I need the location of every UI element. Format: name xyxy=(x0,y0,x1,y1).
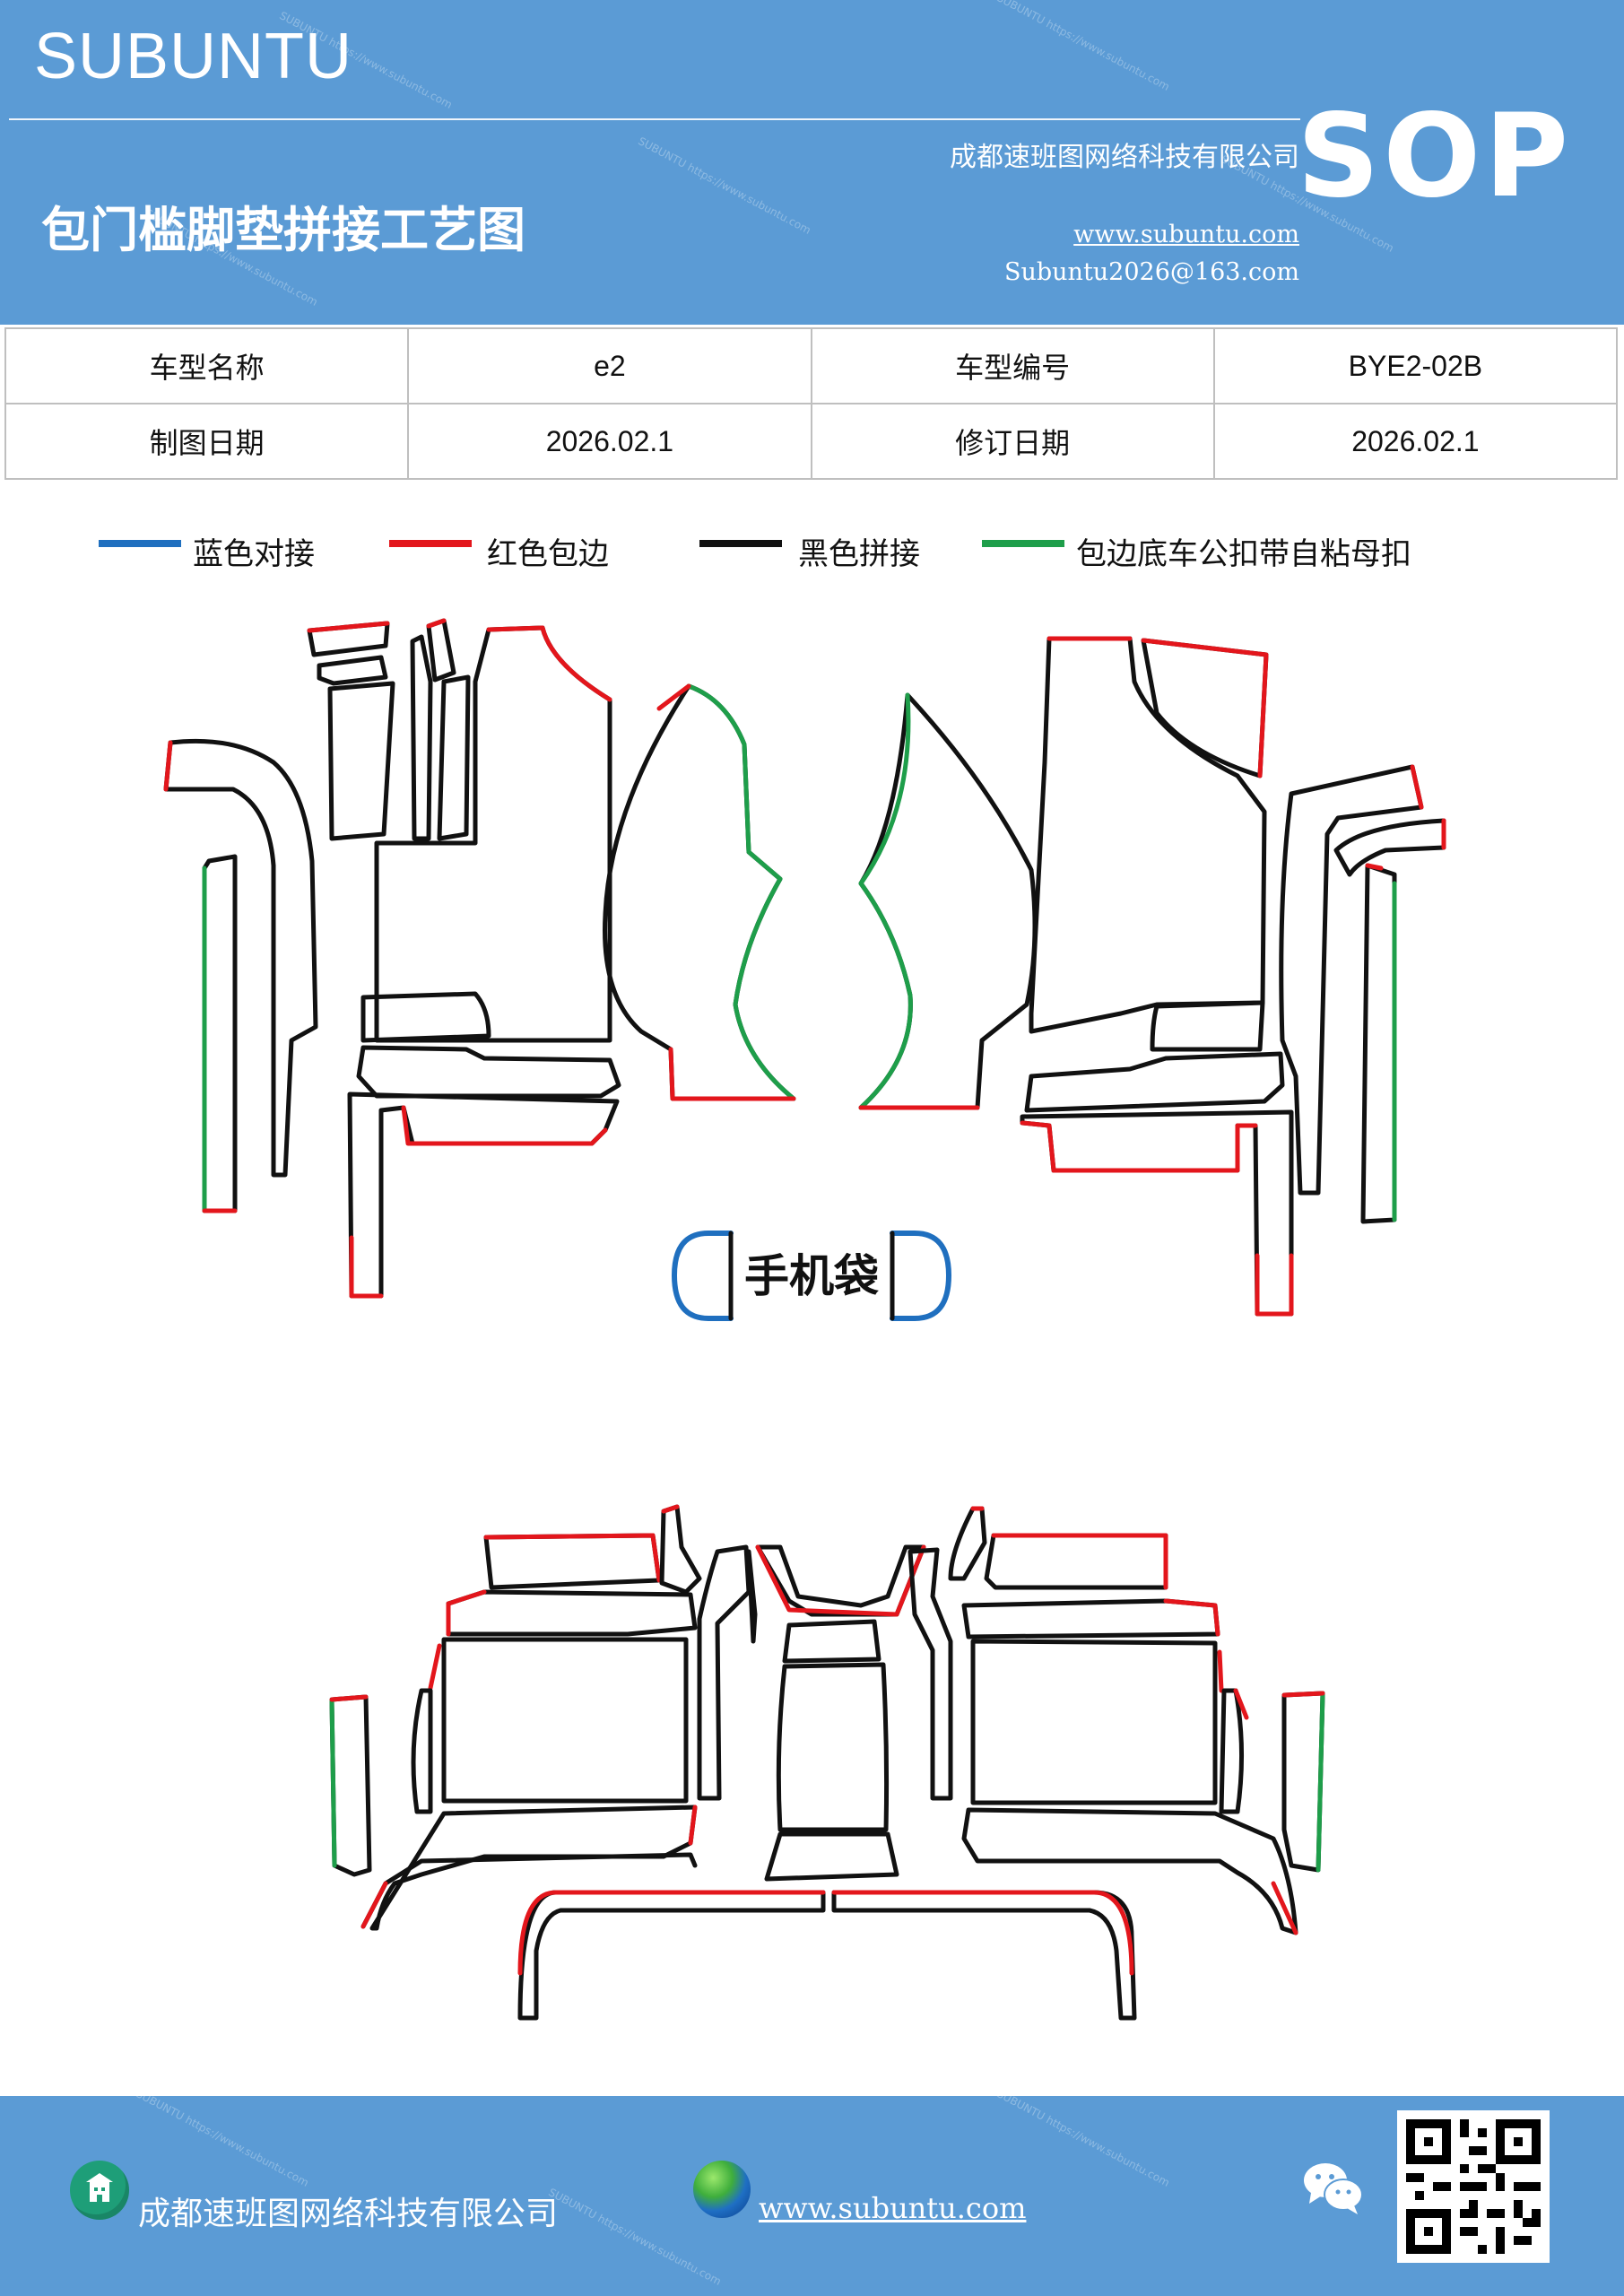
mat-piece-rear-center xyxy=(755,1544,926,1882)
mat-piece-left-vent xyxy=(307,621,395,841)
mat-piece-left-rail xyxy=(163,738,318,1213)
revise-date-label: 修订日期 xyxy=(810,403,1215,480)
legend-swatch-red xyxy=(389,540,472,547)
model-name-label: 车型名称 xyxy=(4,327,410,404)
qr-code xyxy=(1397,2110,1550,2263)
legend-label-green: 包边底车公扣带自粘母扣 xyxy=(1076,536,1411,572)
model-name-value: e2 xyxy=(407,327,812,404)
legend: 蓝色对接 红色包边 黑色拼接 包边底车公扣带自粘母扣 xyxy=(0,529,1624,574)
mat-piece-right-main xyxy=(1029,636,1269,1034)
watermark: SUBUNTU https://www.subuntu.com xyxy=(994,0,1172,93)
mat-layout-diagram: 手机袋 xyxy=(163,618,1446,2021)
mat-piece-right-door xyxy=(858,692,1038,1110)
revise-date-value: 2026.02.1 xyxy=(1212,403,1619,480)
globe-icon xyxy=(693,2161,751,2218)
legend-swatch-green xyxy=(982,540,1064,547)
mat-piece-left-main xyxy=(374,625,612,1043)
mat-piece-left-strips xyxy=(410,618,471,841)
mat-piece-left-sill xyxy=(347,991,621,1299)
table-row: 制图日期 2026.02.1 修订日期 2026.02.1 xyxy=(4,403,1619,480)
header-divider xyxy=(9,118,1300,120)
model-code-label: 车型编号 xyxy=(810,327,1215,404)
legend-label-blue: 蓝色对接 xyxy=(193,536,315,572)
sop-badge: SOP xyxy=(1297,90,1572,223)
footer-company-name: 成都速班图网络科技有限公司 xyxy=(138,2196,559,2232)
mat-piece-rear-left-column xyxy=(697,1544,758,1801)
draw-date-label: 制图日期 xyxy=(4,403,410,480)
mat-piece-rear-left-top xyxy=(446,1504,702,1637)
brand-name: SUBUNTU xyxy=(34,21,353,92)
mat-piece-rear-sill xyxy=(517,1890,1137,2021)
wechat-icon xyxy=(1304,2163,1363,2214)
table-row: 车型名称 e2 车型编号 BYE2-02B xyxy=(4,327,1619,404)
email-address: Subuntu2026@163.com xyxy=(1004,258,1299,286)
phone-bag-label: 手机袋 xyxy=(744,1250,879,1302)
footer-banner: SUBUNTU https://www.subuntu.com SUBUNTU … xyxy=(0,2096,1624,2296)
legend-swatch-blue xyxy=(99,540,181,547)
mat-piece-rear-right-top xyxy=(948,1506,1220,1639)
website-link[interactable]: www.subuntu.com xyxy=(1073,221,1299,248)
page-title: 包门槛脚垫拼接工艺图 xyxy=(41,201,525,258)
header-banner: SUBUNTU https://www.subuntu.com SUBUNTU … xyxy=(0,0,1624,325)
mat-piece-left-door xyxy=(603,683,796,1101)
legend-label-red: 红色包边 xyxy=(487,536,609,572)
mat-piece-rear-right-column xyxy=(908,1547,953,1801)
mat-piece-right-rail xyxy=(1279,764,1446,1224)
mat-piece-right-sill xyxy=(1020,1000,1294,1317)
mat-piece-rear-right-main xyxy=(961,1639,1325,1935)
footer-website-link[interactable]: www.subuntu.com xyxy=(759,2191,1027,2225)
phone-bag-piece xyxy=(672,1231,951,1321)
watermark: SUBUNTU https://www.subuntu.com xyxy=(636,135,813,237)
legend-swatch-black xyxy=(699,540,782,547)
company-name: 成都速班图网络科技有限公司 xyxy=(950,142,1299,173)
building-icon xyxy=(70,2161,129,2220)
watermark: SUBUNTU https://www.subuntu.com xyxy=(994,2096,1172,2189)
model-code-value: BYE2-02B xyxy=(1212,327,1619,404)
draw-date-value: 2026.02.1 xyxy=(407,403,812,480)
legend-label-black: 黑色拼接 xyxy=(798,536,920,572)
watermark: SUBUNTU https://www.subuntu.com xyxy=(134,2096,311,2189)
info-table: 车型名称 e2 车型编号 BYE2-02B 制图日期 2026.02.1 修订日… xyxy=(4,327,1619,480)
mat-piece-rear-left-main xyxy=(329,1637,698,1931)
